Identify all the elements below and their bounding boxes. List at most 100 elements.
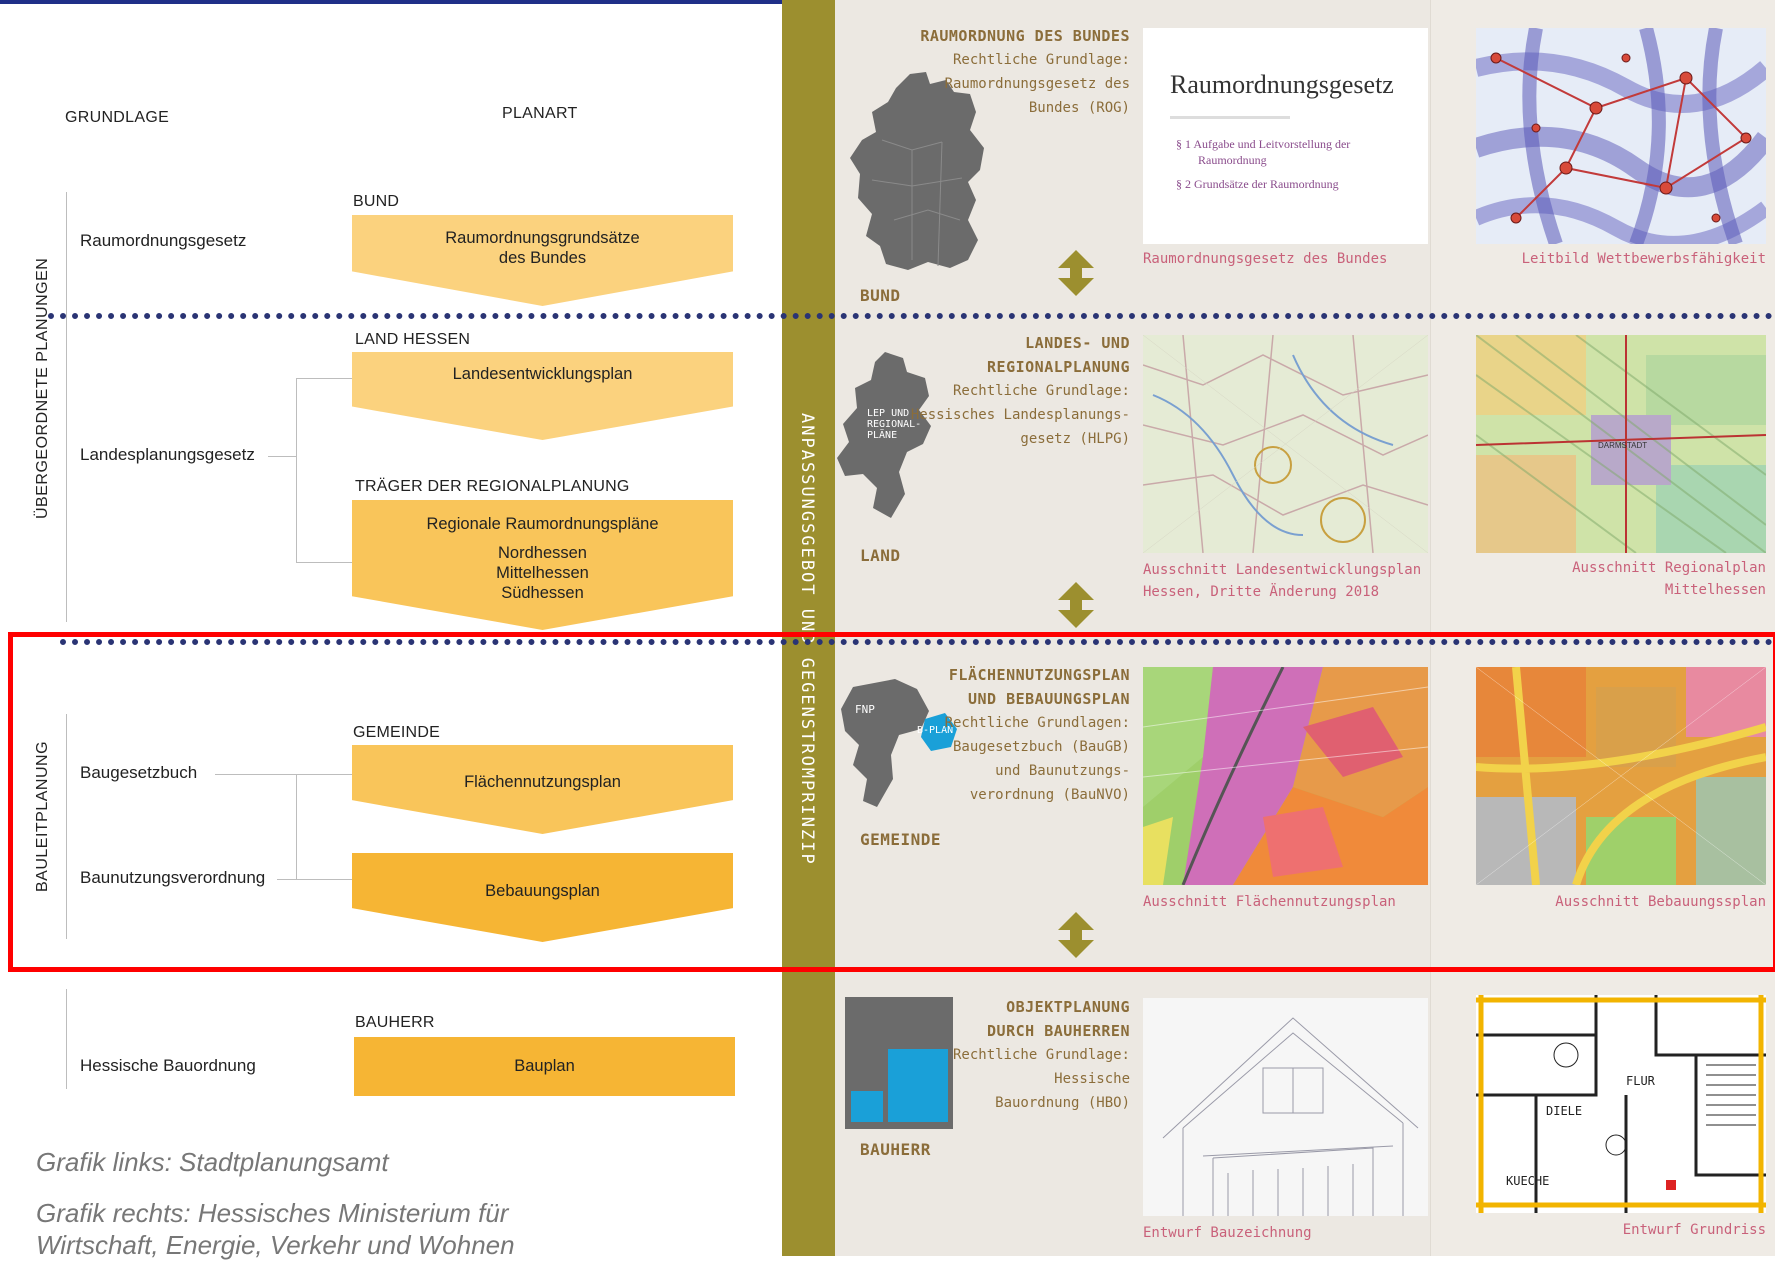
plan-raumordnungsgrundsaetze: Raumordnungsgrundsätze des Bundes — [352, 215, 733, 306]
caption-bauzeichnung: Entwurf Bauzeichnung — [1143, 1225, 1312, 1241]
body-line: Bundes (ROG) — [1028, 100, 1130, 116]
level-label-bauherr: BAUHERR — [860, 1140, 931, 1159]
section-title-land: LANDES- UND REGIONALPLANUNG — [866, 331, 1130, 379]
section-body-bauherr: Rechtliche Grundlage: Hessische Bauordnu… — [880, 1043, 1130, 1115]
vertical-label-upper: ÜBERGEORDNETE PLANUNGEN — [34, 257, 51, 519]
connector — [296, 378, 352, 379]
law-hessische-bauordnung: Hessische Bauordnung — [80, 1056, 256, 1075]
bracket-line-upper — [66, 192, 67, 622]
body-line: verordnung (BauNVO) — [969, 787, 1130, 803]
caption-leitbild: Leitbild Wettbewerbsfähigkeit — [1521, 251, 1766, 267]
plan-text: Südhessen — [501, 584, 584, 602]
bracket-line-lower — [66, 714, 67, 939]
section-body-land: Rechtliche Grundlage: Hessisches Landesp… — [880, 379, 1130, 451]
category-traeger: TRÄGER DER REGIONALPLANUNG — [355, 478, 630, 495]
section-body-gemeinde: Rechtliche Grundlagen: Baugesetzbuch (Ba… — [880, 711, 1130, 807]
category-land-hessen: LAND HESSEN — [355, 331, 471, 348]
connector — [215, 774, 352, 775]
doc-line: Raumordnung — [1198, 153, 1267, 167]
plan-text: Flächennutzungsplan — [464, 773, 621, 791]
room-label-kueche: KUECHE — [1506, 1174, 1549, 1188]
doc-rule — [1170, 116, 1290, 119]
title-line: REGIONALPLANUNG — [987, 358, 1130, 376]
image-landesentwicklungsplan — [1143, 335, 1428, 553]
title-line: FLÄCHENNUTZUNGSPLAN — [948, 666, 1130, 684]
plan-bauplan: Bauplan — [354, 1037, 735, 1096]
law-baugesetzbuch: Baugesetzbuch — [80, 763, 198, 782]
title-line: LANDES- UND — [1025, 334, 1130, 352]
map-label-line: LEP UND — [867, 408, 910, 419]
header-planart: PLANART — [502, 105, 578, 122]
law-baunutzungsverordnung: Baunutzungsverordnung — [80, 868, 266, 887]
doc-title: Raumordnungsgesetz — [1170, 70, 1394, 99]
body-line: Hessische — [1054, 1071, 1130, 1087]
left-diagram: GRUNDLAGE PLANART ÜBERGEORDNETE PLANUNGE… — [0, 4, 782, 1260]
title-line: RAUMORDNUNG DES BUNDES — [920, 27, 1130, 45]
map-label-fnp: FNP — [855, 703, 875, 716]
caption-grundriss: Entwurf Grundriss — [1622, 1222, 1766, 1238]
body-line: Rechtliche Grundlagen: — [944, 715, 1130, 731]
doc-line: § 2 Grundsätze der Raumordnung — [1176, 177, 1339, 191]
up-down-arrow-icon — [1056, 910, 1096, 960]
separator-dotted-2 — [60, 639, 1773, 645]
image-flaechennutzungsplan — [1143, 667, 1428, 885]
image-bebauungsplan — [1476, 667, 1766, 885]
plan-text: Bauplan — [514, 1057, 575, 1075]
body-line: gesetz (HLPG) — [1020, 431, 1130, 447]
image-grundriss: DIELE FLUR KUECHE — [1476, 995, 1766, 1213]
body-line: und Baunutzungs- — [995, 763, 1130, 779]
plan-text: Mittelhessen — [496, 564, 589, 582]
category-bauherr: BAUHERR — [355, 1014, 435, 1031]
map-label-line: PLÄNE — [867, 430, 898, 441]
block-small — [851, 1091, 883, 1122]
header-grundlage: GRUNDLAGE — [65, 109, 170, 126]
separator-dotted-1 — [48, 313, 1773, 319]
plan-landesentwicklungsplan: Landesentwicklungsplan — [352, 352, 733, 440]
plan-regionale-raumordnungsplaene: Regionale Raumordnungspläne Nordhessen M… — [352, 500, 733, 630]
plan-text: Bebauungsplan — [485, 882, 600, 900]
image-bauzeichnung — [1143, 998, 1428, 1216]
highlight-frame-bauleitplanung — [8, 632, 1775, 972]
plan-label-darmstadt: DARMSTADT — [1598, 441, 1647, 450]
up-down-arrow-icon — [1056, 580, 1096, 630]
title-line: UND BEBAUUNGSPLAN — [967, 690, 1130, 708]
plan-text: Nordhessen — [498, 544, 587, 562]
block-large — [888, 1049, 948, 1122]
level-label-bund: BUND — [860, 286, 901, 305]
body-line: Rechtliche Grundlage: — [952, 1047, 1130, 1063]
center-olive-band: ANPASSUNGSGEBOT UND GEGENSTROMPRINZIP — [782, 0, 835, 1256]
credit-left: Grafik links: Stadtplanungsamt — [36, 1147, 389, 1177]
gemeinde-map-icon: FNP B-PLAN — [833, 675, 963, 815]
connector — [296, 562, 352, 563]
caption-bebauungsplan: Ausschnitt Bebauungssplan — [1555, 894, 1766, 910]
plan-text: des Bundes — [498, 249, 587, 267]
image-regionalplan: DARMSTADT — [1476, 335, 1766, 553]
body-line: Bauordnung (HBO) — [995, 1095, 1130, 1111]
caption-flaechennutzungsplan: Ausschnitt Flächennutzungsplan — [1143, 894, 1396, 910]
bracket-line-bauherr — [66, 989, 67, 1089]
section-body-bund: Rechtliche Grundlage: Raumordnungsgesetz… — [880, 48, 1130, 120]
title-line: OBJEKTPLANUNG — [1006, 998, 1130, 1016]
plan-text: Raumordnungsgrundsätze — [445, 229, 640, 247]
credit-right-line2: Wirtschaft, Energie, Verkehr und Wohnen — [36, 1230, 515, 1260]
map-label-line: REGIONAL- — [867, 419, 922, 430]
image-leitbild-map — [1476, 28, 1766, 244]
room-label-flur: FLUR — [1626, 1074, 1656, 1088]
title-line: DURCH BAUHERREN — [987, 1022, 1130, 1040]
doc-text: § 1 Aufgabe und Leitvorstellung der Raum… — [1176, 136, 1350, 192]
body-line: Rechtliche Grundlage: — [952, 383, 1130, 399]
germany-map-icon — [842, 70, 992, 275]
up-down-arrow-icon — [1056, 248, 1096, 298]
caption-line: Ausschnitt Landesentwicklungsplan — [1143, 562, 1422, 578]
section-title-bund: RAUMORDNUNG DES BUNDES — [866, 24, 1130, 48]
room-label-diele: DIELE — [1546, 1104, 1582, 1118]
category-gemeinde: GEMEINDE — [353, 724, 440, 741]
body-line: Raumordnungsgesetz des — [944, 76, 1130, 92]
caption-landesentwicklungsplan: Ausschnitt Landesentwicklungsplan Hessen… — [1143, 559, 1421, 603]
section-title-bauherr: OBJEKTPLANUNG DURCH BAUHERREN — [866, 995, 1130, 1043]
doc-line: § 1 Aufgabe und Leitvorstellung der — [1176, 137, 1351, 151]
caption-regionalplan: Ausschnitt Regionalplan Mittelhessen — [1572, 560, 1766, 598]
connector — [296, 774, 297, 880]
connector — [277, 879, 352, 880]
hessen-map-icon: LEP UND REGIONAL- PLÄNE — [833, 348, 953, 523]
